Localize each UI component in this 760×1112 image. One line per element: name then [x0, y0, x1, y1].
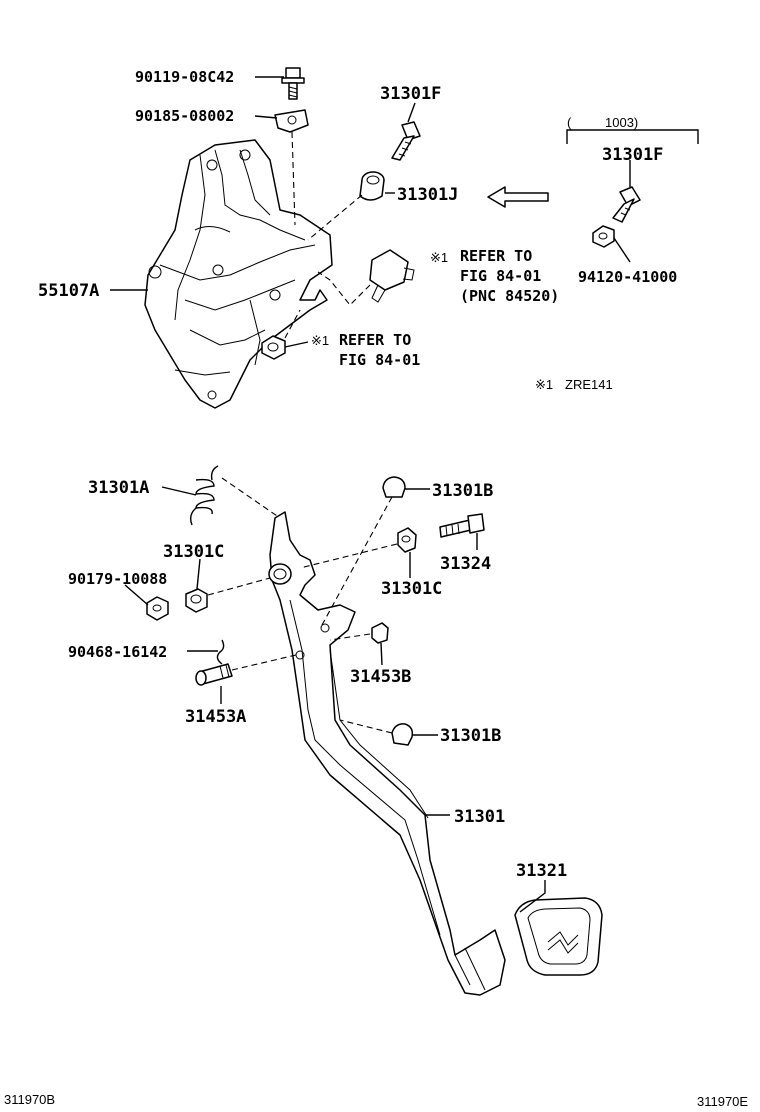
bolt-31301F-upper	[391, 121, 421, 161]
nut-94120	[592, 225, 615, 248]
bolt-31301F-right	[612, 186, 641, 223]
label-31301B-lower: 31301B	[440, 726, 501, 746]
label-31301C-right: 31301C	[381, 579, 442, 599]
label-31301F-upper: 31301F	[380, 84, 441, 104]
label-31321: 31321	[516, 861, 567, 881]
cushion-31301B-lower	[391, 723, 414, 746]
ref2-line2: FIG 84-01	[339, 351, 420, 369]
label-90185: 90185-08002	[135, 107, 234, 125]
clip-pin-90468	[216, 639, 225, 665]
bushing-31301C-left	[185, 588, 208, 613]
callout-labels: 90119-08C42 90185-08002 31301F 31301J ( …	[38, 68, 677, 881]
label-31301J: 31301J	[397, 185, 458, 205]
label-31301C-left: 31301C	[163, 542, 224, 562]
bracket-code: 1003)	[605, 115, 638, 130]
group-bracket-line	[566, 129, 699, 144]
ref1-line3: (PNC 84520)	[460, 287, 559, 305]
footer-right-code: 311970E	[697, 1094, 748, 1109]
clip-nut-90185	[274, 109, 309, 133]
stop-lamp-switch	[369, 249, 415, 303]
label-31301A: 31301A	[88, 478, 149, 498]
label-31301: 31301	[454, 807, 505, 827]
nut-90179	[146, 596, 169, 621]
ref2-line1: REFER TO	[339, 331, 411, 349]
footnote-text: ZRE141	[565, 377, 613, 392]
ref1-line1: REFER TO	[460, 247, 532, 265]
bracket-open-paren: (	[567, 115, 572, 130]
pin-31453A	[195, 663, 233, 686]
label-90468: 90468-16142	[68, 643, 167, 661]
cushion-31301B-top	[382, 476, 406, 498]
label-90119: 90119-08C42	[135, 68, 234, 86]
leader-lines	[110, 76, 631, 913]
ref2-mark: ※1	[311, 333, 329, 348]
direction-arrow	[487, 186, 549, 208]
bushing-31453B	[371, 622, 389, 644]
label-94120: 94120-41000	[578, 268, 677, 286]
bolt-31324	[439, 513, 485, 538]
footnote-mark: ※1	[535, 377, 553, 392]
label-31324: 31324	[440, 554, 491, 574]
label-55107A: 55107A	[38, 281, 99, 301]
label-31453A: 31453A	[185, 707, 246, 727]
pedal-support-bracket	[144, 139, 333, 409]
label-90179: 90179-10088	[68, 570, 167, 588]
label-31453B: 31453B	[350, 667, 411, 687]
collar-31301J	[359, 171, 385, 201]
label-31301B-top: 31301B	[432, 481, 493, 501]
ref1-line2: FIG 84-01	[460, 267, 541, 285]
return-spring-31301A	[189, 465, 219, 526]
nut-ref	[261, 335, 286, 360]
ref1-mark: ※1	[430, 250, 448, 265]
pedal-pad-31321	[514, 897, 603, 976]
bushing-31301C-right	[397, 527, 417, 553]
brake-pedal-arm	[268, 511, 506, 996]
bolt-90119	[281, 67, 305, 100]
footer-left-code: 311970B	[4, 1092, 55, 1107]
label-31301F-right: 31301F	[602, 145, 663, 165]
